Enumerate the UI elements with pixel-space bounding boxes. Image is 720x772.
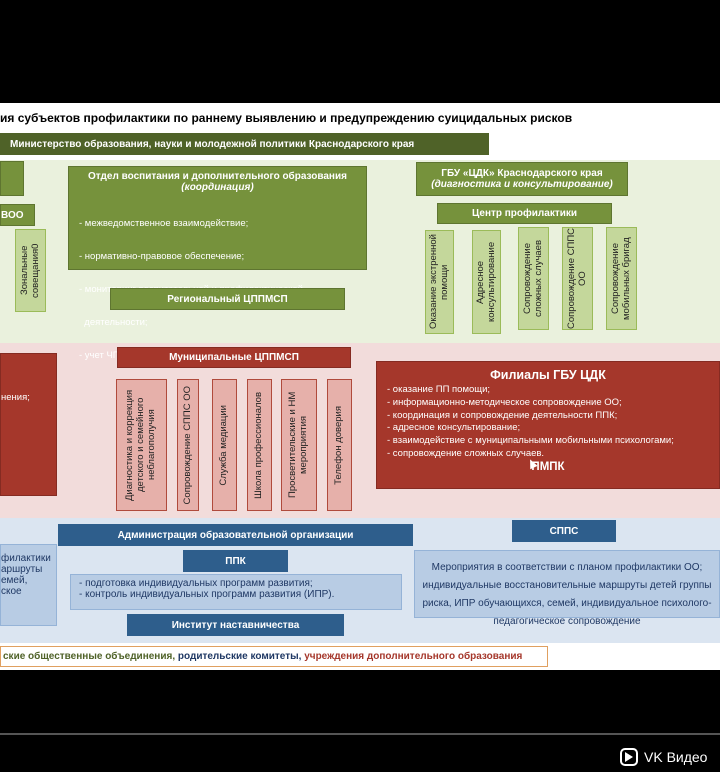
municipal-col-label: Служба медиации — [218, 404, 230, 486]
spps-label: СППС — [549, 525, 579, 537]
left-red-box: нения; — [0, 353, 57, 496]
left-blue-box: филактики аршруты емей, ское — [0, 544, 57, 626]
center-col: Оказание экстренной помощи — [425, 230, 454, 334]
ppk-items-box: - подготовка индивидуальных программ раз… — [70, 574, 402, 610]
institute-label: Институт наставничества — [171, 619, 300, 631]
pmpk-label: ПМПК — [531, 460, 565, 473]
left-red-text: нения; — [1, 392, 30, 403]
center-box: Центр профилактики — [437, 203, 612, 224]
otdel-title: Отдел воспитания и дополнительного образ… — [88, 171, 347, 182]
vk-logo-icon — [620, 748, 638, 766]
ppk-item: - контроль индивидуальных программ разви… — [79, 589, 335, 600]
municipal-col: Служба медиации — [212, 379, 237, 511]
video-progress-bar[interactable] — [0, 733, 720, 735]
filials-box: Филиалы ГБУ ЦДК - оказание ПП помощи; - … — [376, 361, 720, 489]
left-blue-line: аршруты — [1, 564, 43, 575]
municipal-col-label: Телефон доверия — [333, 405, 345, 485]
filials-item: - адресное консультирование; — [387, 422, 521, 434]
otdel-item: - межведомственное взаимодействие; — [79, 218, 249, 229]
center-col-label: Оказание экстренной помощи — [427, 234, 450, 330]
otdel-subtitle: (координация) — [181, 182, 254, 193]
footer-box: ские общественные объединения, родительс… — [0, 646, 548, 667]
admin-box: Администрация образовательной организаци… — [58, 524, 413, 546]
left-voo-label: ВОО — [1, 209, 24, 221]
slide: ия субъектов профилактики по раннему выя… — [0, 103, 720, 670]
left-voo-box: ВОО — [0, 204, 35, 226]
gbu-subtitle: (диагностика и консультирование) — [431, 179, 613, 190]
filials-title: Филиалы ГБУ ЦДК — [490, 368, 606, 382]
municipal-col: Сопровождение СППС ОО — [177, 379, 199, 511]
footer-part2: родительские комитеты, — [177, 651, 305, 662]
zonal-label: Зональные совещания0 — [18, 243, 41, 298]
spps-text: Мероприятия в соответствии с планом проф… — [422, 562, 712, 627]
vk-video-watermark: VK Видео — [620, 748, 707, 766]
gbu-title: ГБУ «ЦДК» Краснодарского края — [441, 168, 603, 179]
left-blue-line: емей, — [1, 575, 28, 586]
spps-box: СППС — [512, 520, 616, 542]
center-col: Адресное консультирование — [472, 230, 501, 334]
municipal-box: Муниципальные ЦППМСП — [117, 347, 351, 368]
ppk-box: ППК — [183, 550, 288, 572]
footer-part3: учреждения дополнительного образования — [304, 651, 523, 662]
municipal-col-label: Диагностика и коррекция детского и семей… — [124, 389, 157, 501]
gbu-box: ГБУ «ЦДК» Краснодарского края (диагности… — [416, 162, 628, 196]
vk-video-label: VK Видео — [644, 749, 708, 765]
center-col-label: Сопровождение мобильных бригад — [609, 237, 632, 320]
ministry-box: Министерство образования, науки и молоде… — [0, 133, 489, 155]
filials-list: - оказание ПП помощи; - информационно-ме… — [387, 384, 674, 461]
filials-item: - взаимодействие с муниципальными мобиль… — [387, 435, 674, 447]
center-col-label: Сопровождение СППС ОО — [565, 227, 588, 329]
admin-label: Администрация образовательной организаци… — [117, 529, 354, 541]
otdel-box: Отдел воспитания и дополнительного образ… — [68, 166, 367, 361]
municipal-col: Телефон доверия — [327, 379, 352, 511]
otdel-item: деятельности; — [79, 317, 148, 328]
left-green-stub — [0, 161, 24, 196]
center-col: Сопровождение сложных случаев — [518, 227, 549, 330]
municipal-col: Просветительские и НМ мероприятия — [281, 379, 317, 511]
left-blue-line: филактики — [1, 553, 51, 564]
institute-box: Институт наставничества — [127, 614, 344, 636]
otdel-item: - нормативно-правовое обеспечение; — [79, 251, 245, 262]
zonal-box: Зональные совещания0 — [15, 229, 46, 312]
filials-item: - координация и сопровождение деятельнос… — [387, 409, 618, 421]
municipal-col: Диагностика и коррекция детского и семей… — [116, 379, 167, 511]
municipal-col-label: Просветительские и НМ мероприятия — [287, 391, 309, 499]
municipal-label: Муниципальные ЦППМСП — [169, 352, 299, 363]
slide-title: ия субъектов профилактики по раннему выя… — [0, 111, 573, 125]
regional-cppmsp-label: Региональный ЦППМСП — [167, 293, 288, 305]
municipal-col: Школа профессионалов — [247, 379, 272, 511]
ministry-label: Министерство образования, науки и молоде… — [10, 138, 415, 150]
filials-item: - сопровождение сложных случаев. — [387, 448, 545, 460]
spps-text-box: Мероприятия в соответствии с планом проф… — [414, 550, 720, 627]
filials-item: - оказание ПП помощи; — [387, 384, 491, 395]
filials-item: - информационно-методическое сопровожден… — [387, 396, 622, 408]
footer-part1: ские общественные объединения, — [3, 651, 178, 662]
center-col: Сопровождение СППС ОО — [562, 227, 593, 330]
regional-cppmsp-box: Региональный ЦППМСП — [110, 288, 345, 310]
municipal-col-label: Сопровождение СППС ОО — [181, 385, 193, 505]
center-col: Сопровождение мобильных бригад — [606, 227, 637, 330]
ppk-item: - подготовка индивидуальных программ раз… — [79, 578, 313, 589]
center-label: Центр профилактики — [471, 208, 578, 219]
center-col-label: Адресное консультирование — [474, 241, 497, 323]
center-col-label: Сопровождение сложных случаев — [521, 240, 544, 318]
left-blue-line: ское — [1, 586, 22, 597]
municipal-col-label: Школа профессионалов — [253, 391, 265, 499]
ppk-label: ППК — [225, 555, 246, 567]
